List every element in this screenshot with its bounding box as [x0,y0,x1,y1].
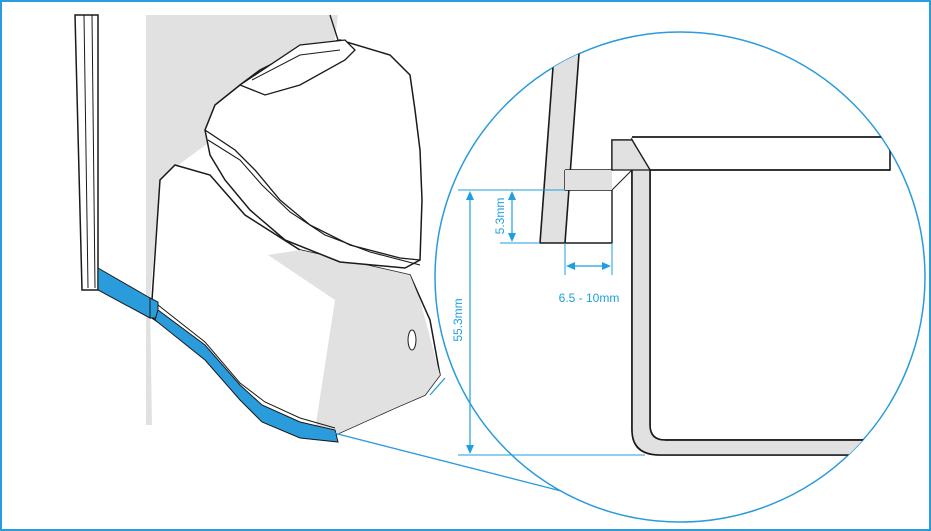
wall-panel-edge [83,14,89,289]
base-shade [315,300,440,435]
arrow-left-width [566,262,575,270]
dim-label-small: 5.3mm [493,198,507,235]
toilet-lid [204,39,423,269]
arrow-up-large [466,191,474,200]
sealing-tape-lower [154,309,339,443]
tape-top-edge [157,304,336,429]
arrow-down-small [508,233,516,242]
zoom-line-top [429,377,446,396]
bolt-cap [407,329,417,351]
cistern-edge [329,14,339,41]
lid-hinge-cap [238,39,356,96]
arrow-up-small [508,191,516,200]
dimension-small: 5.3mm [493,189,540,244]
detail-content [539,39,901,456]
dimension-large: 55.3mm [451,189,645,456]
bowl-shade [268,250,420,300]
wall-panel-edge [91,14,96,289]
detail-magnifier: 55.3mm 5.3mm 6.5 - 10mm [434,31,926,523]
arrow-down-large [466,445,474,454]
lid-hinge-line [251,49,341,81]
lid-rim [204,129,421,261]
dimension-width: 6.5 - 10mm [559,243,620,305]
seat-rim [207,139,421,266]
zoom-line-bottom [329,431,566,493]
dim-label-large: 55.3mm [451,298,465,341]
toilet-illustration [74,14,441,443]
lip-fill [565,170,612,190]
wall-shadow [146,15,338,425]
dim-label-width: 6.5 - 10mm [559,291,620,305]
sealing-tape-upper [97,267,151,319]
tray-lip-slope [611,169,633,191]
arrow-right-width [602,262,611,270]
